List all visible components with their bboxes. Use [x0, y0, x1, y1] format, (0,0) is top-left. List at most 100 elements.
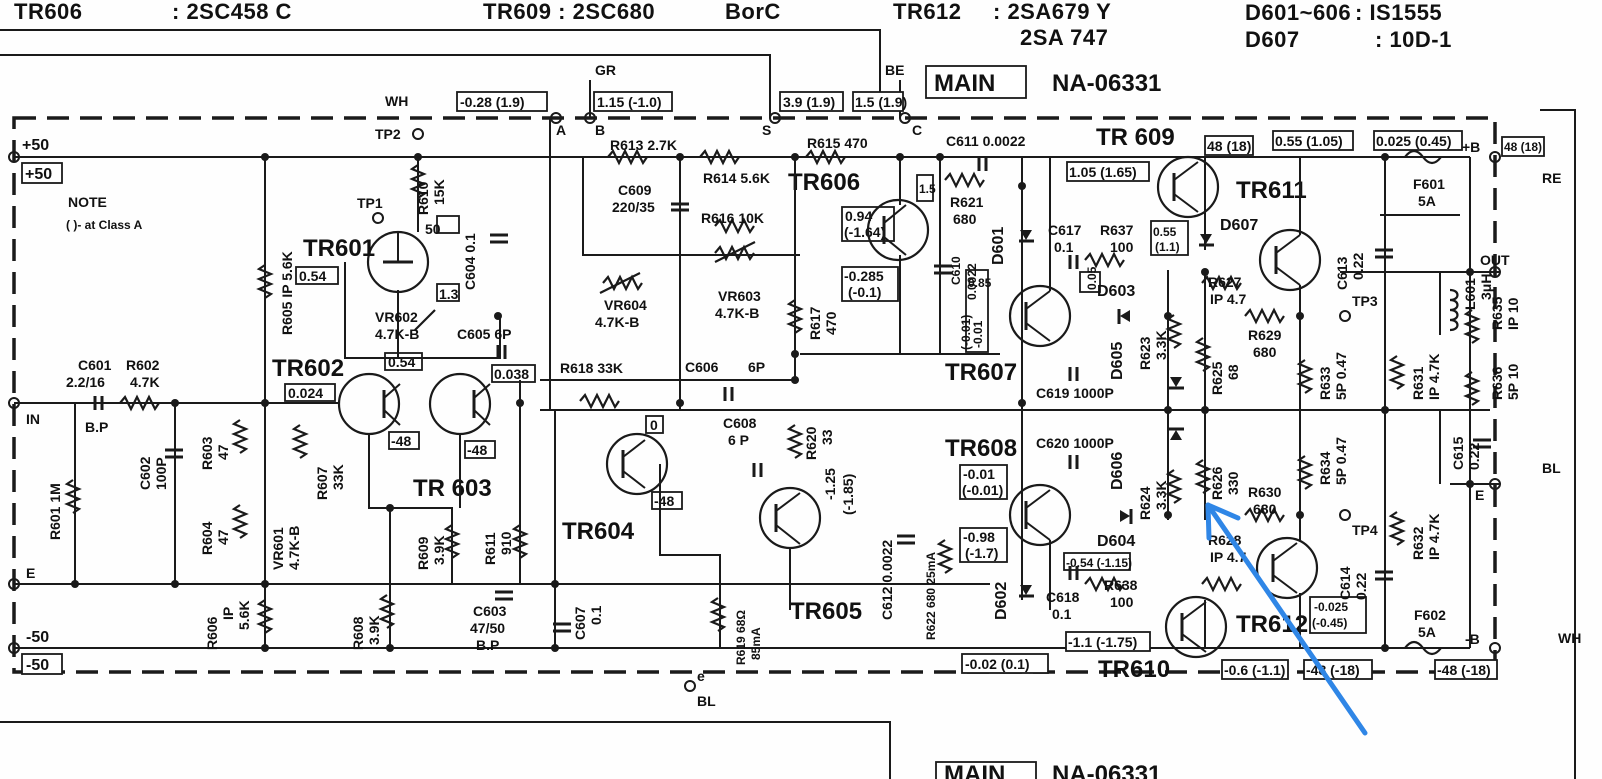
transistor-symbols	[337, 155, 1322, 659]
tr605-label: TR605	[790, 598, 862, 625]
board-id: NA-06331	[1052, 70, 1161, 97]
r604-label: R604	[199, 521, 215, 555]
c601-label: C601	[78, 357, 112, 373]
terminal-bl-right: BL	[1542, 460, 1561, 476]
voltage-tr609-b: 1.05 (1.65)	[1069, 164, 1137, 180]
header-tr612-part2: 2SA 747	[1020, 25, 1108, 50]
voltage-tr612-e2: (-0.45)	[1312, 616, 1347, 630]
voltage-tr610: -1.1 (-1.75)	[1068, 634, 1137, 650]
voltage-wh: -0.28 (1.9)	[460, 94, 525, 110]
voltage-tr604-c: 0	[650, 417, 658, 433]
r623-label: R623	[1137, 336, 1153, 370]
voltage-tr602-e: 0.024	[288, 385, 323, 401]
r627-label: R627	[1208, 274, 1242, 290]
header-tr612: TR612	[893, 0, 962, 24]
voltage-tr603-b: 0.038	[494, 366, 529, 382]
r637-label: R637	[1100, 222, 1134, 238]
r636-label: R636	[1489, 366, 1505, 400]
vr604-label: VR604	[604, 297, 647, 313]
r608-label: R608	[350, 616, 366, 650]
tr602-label: TR602	[272, 355, 344, 382]
voltage-tr608-c1: -0.98	[963, 529, 995, 545]
r628-value: IP 4.7	[1210, 549, 1247, 565]
voltage-tr606-c2: (-0.1)	[848, 284, 881, 300]
voltage-tr608-c2: (-1.7)	[965, 545, 998, 561]
terminal-c: C	[912, 122, 922, 138]
r633-value: 5P 0.47	[1333, 352, 1349, 400]
voltage-tr605-c1: -1.25	[822, 468, 838, 500]
l601-value: 3μH	[1478, 274, 1494, 300]
r625-label: R625	[1209, 361, 1225, 395]
vr602-value: 4.7K-B	[375, 326, 419, 342]
header-tr609: TR609 : 2SC680	[483, 0, 655, 24]
main-label-bottom: MAIN	[944, 761, 1005, 779]
f602-label: F602	[1414, 607, 1446, 623]
r624-label: R624	[1137, 486, 1153, 520]
f601-label: F601	[1413, 176, 1445, 192]
terminal-minus50: -50	[26, 629, 49, 646]
tp1-label: TP1	[357, 195, 383, 211]
r638-value: 100	[1110, 594, 1134, 610]
r607-value: 33K	[330, 464, 346, 490]
header-tr609-grade: BorC	[725, 0, 781, 24]
header-tr606: TR606	[14, 0, 83, 24]
c613-value: 0.22	[1350, 253, 1366, 280]
r610-value: 15K	[431, 179, 447, 205]
voltage-tr608-b2: (-0.01)	[962, 482, 1003, 498]
terminal-minus-b: -B	[1465, 631, 1480, 647]
r635-value: IP 10	[1505, 297, 1521, 330]
f602-fuse	[1404, 640, 1442, 656]
c601-value: 2.2/16	[66, 374, 105, 390]
note-text: ( )- at Class A	[66, 218, 143, 232]
c613-label: C613	[1334, 256, 1350, 290]
r637-value: 100	[1110, 239, 1134, 255]
r623-value: 3.3K	[1153, 330, 1169, 360]
l601-label: L601	[1462, 278, 1478, 310]
header-d607: D607	[1245, 27, 1300, 52]
d602-label: D602	[993, 582, 1010, 620]
lower-board-edge	[0, 721, 891, 779]
r629-value: 680	[1253, 344, 1277, 360]
header-d601-606-part: : IS1555	[1355, 0, 1442, 25]
r638-label: R638	[1104, 577, 1138, 593]
r636-value: 5P 10	[1505, 363, 1521, 400]
d607-label: D607	[1220, 217, 1258, 234]
tr603-label: TR 603	[413, 475, 492, 502]
r613-label: R613 2.7K	[610, 137, 677, 153]
c611-label: C611 0.0022	[946, 133, 1026, 149]
r606-label: R606	[204, 616, 220, 650]
header-tr612-part1: : 2SA679 Y	[993, 0, 1111, 24]
voltage-tr601-d: 50	[425, 221, 441, 237]
terminal-circles	[8, 112, 1501, 692]
junction-dots	[71, 153, 1474, 652]
terminal-plus50-box	[21, 162, 63, 184]
tr609-label: TR 609	[1096, 124, 1175, 151]
terminal-re: RE	[1542, 170, 1561, 186]
voltage-tr606-e: 1.5	[919, 182, 936, 196]
c602-label: C602	[137, 456, 153, 490]
voltage-tr612-c: -48 (-18)	[1306, 662, 1360, 678]
voltage-tr607-c1: -0.01	[971, 320, 985, 348]
terminal-minus50-box	[21, 653, 63, 675]
c608-value: 6 P	[728, 432, 749, 448]
terminal-gr: GR	[595, 62, 616, 78]
voltage-tr608-e: -0.54 (-1.15)	[1066, 556, 1132, 570]
terminal-out: OUT	[1480, 252, 1510, 268]
r634-label: R634	[1317, 451, 1333, 485]
tr606-label: TR606	[788, 169, 860, 196]
c605-label: C605 6P	[457, 326, 511, 342]
r625-value: 68	[1225, 364, 1241, 380]
c615-value: 0.22	[1466, 443, 1482, 470]
r604-value: 47	[215, 529, 231, 545]
r630-value: 680	[1253, 501, 1277, 517]
vr603-label: VR603	[718, 288, 761, 304]
tr610-label: TR610	[1098, 656, 1170, 683]
r635-label: R635	[1489, 296, 1505, 330]
voltage-tr606-b2: (-1.64)	[844, 224, 885, 240]
tr601-label: TR601	[303, 235, 375, 262]
f602-value: 5A	[1418, 624, 1436, 640]
voltage-gr: 1.15 (-1.0)	[597, 94, 662, 110]
r619-label: R619 68Ω	[734, 610, 748, 665]
voltage-minus-out: -48 (-18)	[1437, 662, 1491, 678]
